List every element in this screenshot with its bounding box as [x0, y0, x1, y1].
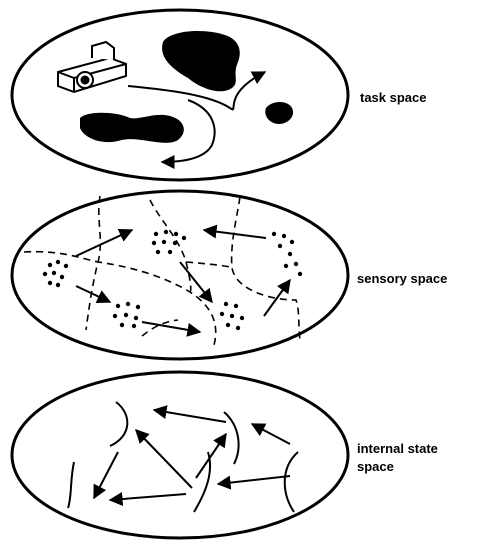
internal-state-label-line2: space: [357, 458, 438, 476]
sensory-space-label: sensory space: [357, 270, 447, 288]
task-space-layer: [12, 10, 348, 180]
internal-state-space-ellipse: [12, 372, 348, 538]
internal-state-label-line1: internal state: [357, 440, 438, 458]
task-space-label: task space: [360, 89, 427, 107]
sensory-space-layer: [12, 191, 348, 359]
internal-state-space-label: internal state space: [357, 440, 438, 476]
internal-state-space-layer: [12, 372, 348, 538]
